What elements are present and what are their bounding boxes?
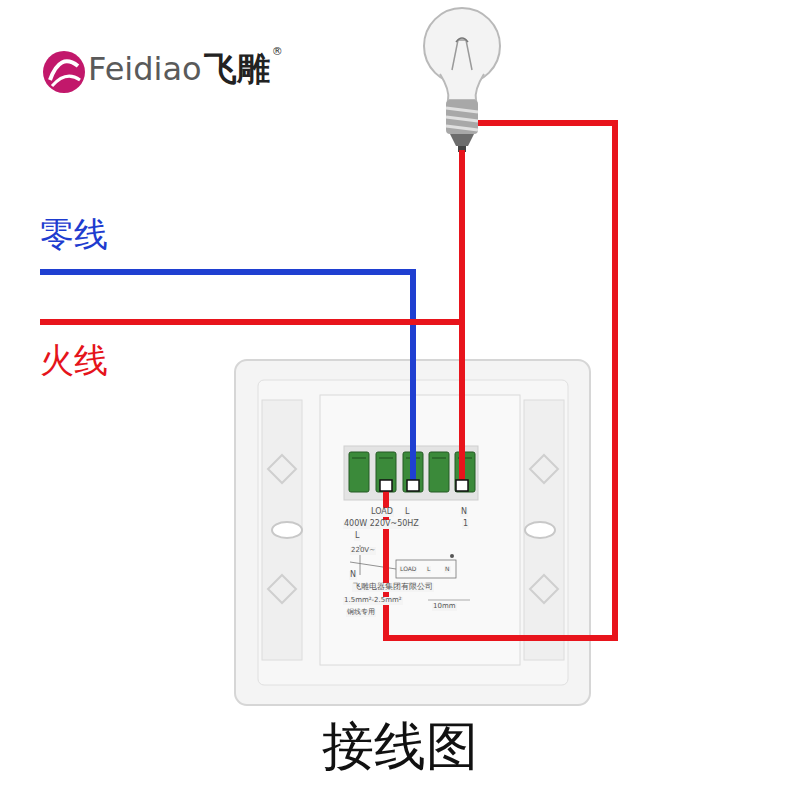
schematic-pin: N (349, 571, 357, 580)
wire-name: 零线 (40, 216, 108, 253)
terminal-name: N (460, 508, 468, 517)
registered-mark: ® (272, 46, 283, 58)
wires (40, 123, 615, 638)
light-bulb (424, 8, 500, 152)
wire-gauge: 1.5mm²-2.5mm² (343, 597, 403, 605)
live-wire (459, 150, 465, 485)
rating-text: 400W 220V~50HZ (343, 520, 420, 529)
brand-name: Feidiao (88, 52, 202, 87)
caption: 接线图 (322, 718, 478, 775)
wire-ends (380, 480, 468, 491)
company-name: 飞雕电器集团有限公司 (352, 583, 434, 592)
schematic-pin: N (444, 566, 451, 573)
load-wire (386, 123, 615, 638)
terminal-name: L (404, 508, 410, 517)
schematic-voltage: 220V~ (350, 547, 376, 555)
schematic-pin: LOAD (399, 566, 417, 573)
wire-name: 火线 (40, 342, 108, 379)
schematic-pin: L (426, 566, 431, 573)
schematic-pin: L (354, 532, 360, 541)
neutral-wire (40, 272, 413, 485)
terminal-name: LOAD (370, 508, 394, 517)
wire-note: 铜线专用 (346, 609, 376, 617)
strip-length: 10mm (432, 603, 457, 611)
terminal-number: 1 (462, 520, 469, 529)
brand-name: 飞雕 (204, 51, 270, 87)
live-wire (40, 319, 462, 325)
logo-icon (43, 51, 85, 93)
